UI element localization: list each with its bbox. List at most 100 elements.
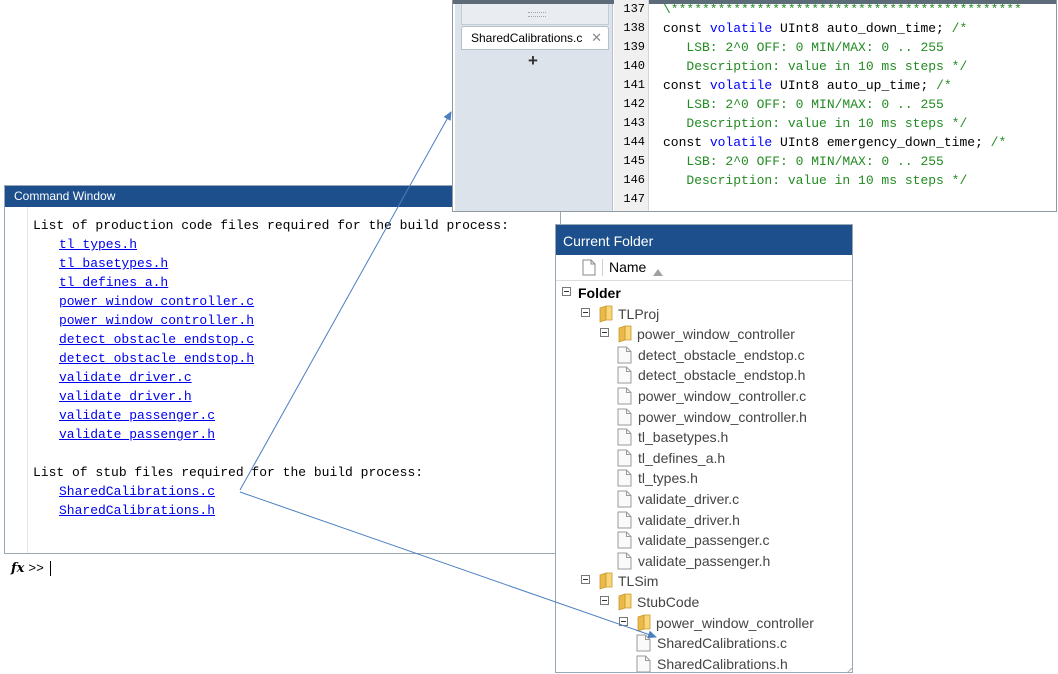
file-icon <box>617 469 632 492</box>
file-icon <box>617 366 632 389</box>
file-icon <box>636 634 651 657</box>
code-token-kw: volatile <box>709 21 773 36</box>
editor-tab-previous[interactable] <box>461 4 609 25</box>
tree-item-label: validate_driver.h <box>638 511 740 528</box>
collapse-toggle-icon[interactable] <box>600 596 609 605</box>
tree-item-label: Folder <box>578 285 621 301</box>
file-icon <box>617 408 632 431</box>
production-file-link[interactable]: tl_defines_a.h <box>59 275 169 290</box>
command-window-body[interactable]: List of production code files required f… <box>5 207 560 577</box>
function-browser-icon[interactable]: fx <box>11 561 25 576</box>
code-token-kw: volatile <box>709 78 773 93</box>
text-cursor <box>49 561 51 577</box>
editor-tab-label: SharedCalibrations.c <box>471 31 583 45</box>
code-token-pre: const <box>663 21 710 36</box>
blank-line <box>33 444 509 463</box>
tree-item-label: power_window_controller <box>656 614 814 631</box>
collapse-toggle-icon[interactable] <box>600 328 609 338</box>
code-line: const volatile UInt8 emergency_down_time… <box>663 133 1056 152</box>
code-editor[interactable]: \***************************************… <box>663 0 1056 211</box>
folder-icon <box>618 593 632 616</box>
tree-item-label: SharedCalibrations.h <box>657 655 788 672</box>
collapse-toggle-icon[interactable] <box>581 575 590 585</box>
stub-file-link[interactable]: SharedCalibrations.h <box>59 503 216 518</box>
folder-icon <box>599 305 613 328</box>
code-token-comment: /* <box>990 135 1007 150</box>
command-window-gutter <box>5 207 28 553</box>
tree-item-label: power_window_controller <box>637 326 795 343</box>
production-file-link[interactable]: detect_obstacle_endstop.h <box>59 351 255 366</box>
tree-item-label: power_window_controller.c <box>638 388 807 404</box>
code-token-post: UInt8 auto_down_time; <box>772 21 952 36</box>
production-file-link[interactable]: validate_passenger.c <box>59 408 216 423</box>
production-file-link[interactable]: validate_driver.h <box>59 389 192 404</box>
file-icon <box>617 511 632 534</box>
name-column-header[interactable]: Name <box>609 259 647 275</box>
file-type-column-icon[interactable] <box>582 259 596 281</box>
code-line: Description: value in 10 ms steps */ <box>663 57 1056 76</box>
editor-tab-sharedcalibrations[interactable]: SharedCalibrations.c ✕ <box>461 26 609 50</box>
production-files-header: List of production code files required f… <box>33 218 509 233</box>
production-file-link[interactable]: tl_types.h <box>59 237 138 252</box>
production-file-link[interactable]: detect_obstacle_endstop.c <box>59 332 255 347</box>
tree-item-label: tl_defines_a.h <box>638 449 726 466</box>
production-file-link[interactable]: power_window_controller.c <box>59 294 255 309</box>
command-output: List of production code files required f… <box>33 216 509 520</box>
tree-item-label: TLProj <box>618 305 660 322</box>
line-number: 140 <box>623 59 645 73</box>
code-token-pre: const <box>663 135 710 150</box>
collapse-toggle-icon[interactable] <box>619 616 628 626</box>
code-token-comment: /* <box>936 78 952 93</box>
code-line: LSB: 2^0 OFF: 0 MIN/MAX: 0 .. 255 <box>663 38 1056 57</box>
command-prompt[interactable]: fx>> <box>11 560 51 577</box>
column-header: Name <box>556 255 852 281</box>
code-token-comment: /* <box>951 21 968 36</box>
line-number: 144 <box>623 135 645 149</box>
file-icon <box>617 387 632 410</box>
line-number: 138 <box>623 21 645 35</box>
code-line: const volatile UInt8 auto_down_time; /* <box>663 19 1056 38</box>
file-icon <box>617 449 632 472</box>
code-token-comment: LSB: 2^0 OFF: 0 MIN/MAX: 0 .. 255 <box>663 40 944 55</box>
code-token-comment: \***************************************… <box>663 2 1022 17</box>
tree-item-label: validate_passenger.h <box>638 552 771 569</box>
production-file-link[interactable]: power_window_controller.h <box>59 313 255 328</box>
collapse-toggle-icon[interactable] <box>581 307 590 317</box>
editor-tab-strip: SharedCalibrations.c ✕ + <box>455 4 613 211</box>
production-file-link[interactable]: validate_driver.c <box>59 370 192 385</box>
code-token-pre: const <box>663 78 710 93</box>
add-tab-button[interactable]: + <box>528 51 538 70</box>
sort-ascending-icon[interactable] <box>653 263 663 281</box>
folder-icon <box>637 614 651 637</box>
stub-files-header: List of stub files required for the buil… <box>33 465 424 480</box>
drag-grip-icon[interactable] <box>528 12 546 17</box>
production-file-link[interactable]: tl_basetypes.h <box>59 256 169 271</box>
code-token-comment: LSB: 2^0 OFF: 0 MIN/MAX: 0 .. 255 <box>663 154 944 169</box>
line-number: 137 <box>623 2 645 16</box>
code-line: \***************************************… <box>663 0 1056 19</box>
tree-item-label: SharedCalibrations.c <box>657 635 787 652</box>
stub-file-link[interactable]: SharedCalibrations.c <box>59 484 216 499</box>
line-number: 141 <box>623 78 645 92</box>
scrollbar-grip-icon[interactable] <box>842 665 852 672</box>
code-line: LSB: 2^0 OFF: 0 MIN/MAX: 0 .. 255 <box>663 95 1056 114</box>
code-token-comment: LSB: 2^0 OFF: 0 MIN/MAX: 0 .. 255 <box>663 97 944 112</box>
tree-item-label: validate_passenger.c <box>638 532 770 549</box>
tree-item-label: TLSim <box>618 573 659 590</box>
folder-icon <box>599 572 613 595</box>
line-number: 147 <box>623 192 645 206</box>
collapse-toggle-icon[interactable] <box>562 287 571 296</box>
file-icon <box>636 655 651 672</box>
code-token-post: UInt8 emergency_down_time; <box>772 135 991 150</box>
production-file-link[interactable]: validate_passenger.h <box>59 427 216 442</box>
code-line: Description: value in 10 ms steps */ <box>663 114 1056 133</box>
code-token-comment: Description: value in 10 ms steps */ <box>663 173 968 188</box>
file-icon <box>617 531 632 554</box>
close-tab-icon[interactable]: ✕ <box>591 30 602 45</box>
code-line: const volatile UInt8 auto_up_time; /* <box>663 76 1056 95</box>
tree-item-label: power_window_controller.h <box>638 408 807 425</box>
